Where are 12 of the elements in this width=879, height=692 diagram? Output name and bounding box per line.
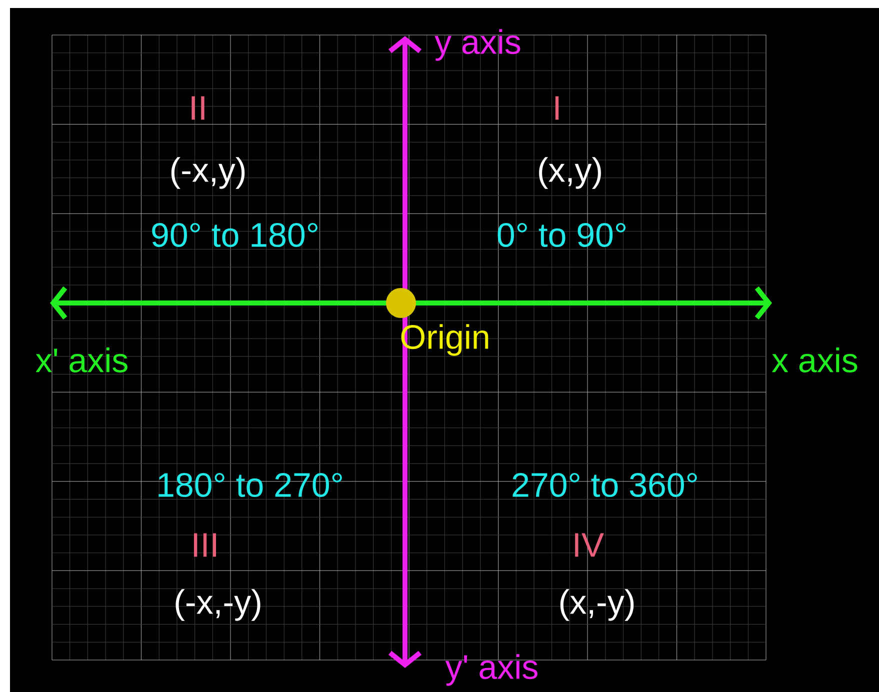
axis-label: x' axis (36, 348, 128, 372)
axis-label: y' axis (445, 654, 538, 686)
quadrant-number: II (192, 96, 204, 120)
quadrant-number: I (555, 96, 559, 120)
angle-range: 90° to 180° (152, 222, 318, 248)
coordinate-sign: (-x,y) (171, 157, 245, 189)
coordinate-sign: (-x,-y) (176, 589, 260, 621)
coordinate-sign: (x,-y) (560, 589, 634, 621)
axis-label: x axis (772, 348, 858, 372)
quadrant-number: III (194, 533, 216, 557)
coordinate-sign: (x,y) (539, 157, 601, 189)
quadrant-number: IV (575, 533, 604, 557)
